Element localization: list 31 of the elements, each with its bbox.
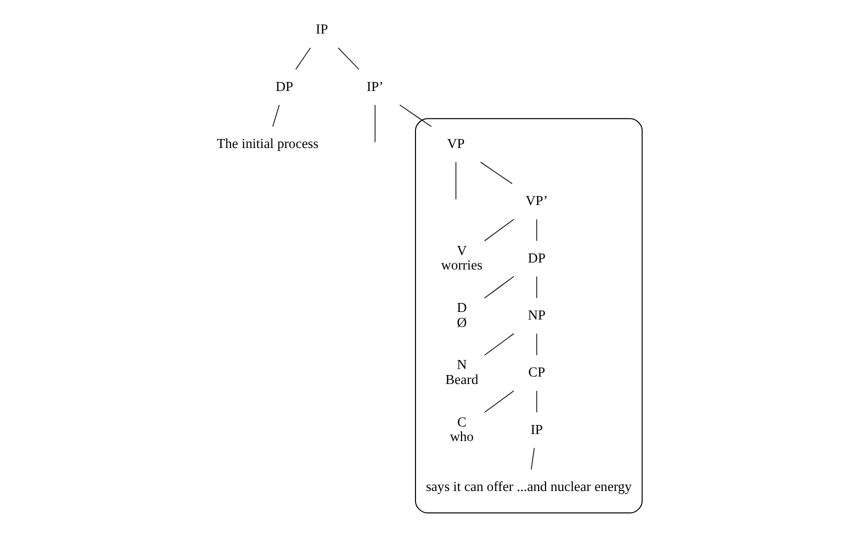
connector — [536, 276, 538, 298]
node-text: N Beard — [445, 357, 478, 387]
node-text: V worries — [441, 242, 482, 273]
connector — [536, 333, 538, 356]
node-text: DP — [276, 78, 294, 94]
connector — [530, 448, 535, 470]
connector — [338, 47, 360, 70]
node-text: IP — [530, 422, 543, 437]
cluster — [415, 118, 643, 514]
node-text: IP’ — [366, 78, 384, 94]
connector — [484, 276, 514, 298]
node-text: D Ø — [456, 300, 467, 330]
node-text: says it can offer ...and nuclear energy — [426, 478, 632, 494]
connector — [536, 390, 538, 413]
connector — [484, 390, 514, 413]
node-text: IP — [316, 22, 328, 37]
connector — [295, 47, 311, 70]
connector — [484, 218, 514, 242]
connector — [484, 333, 514, 356]
node-text: NP — [528, 307, 546, 322]
connector — [480, 162, 513, 184]
connector — [272, 104, 280, 127]
connector — [374, 104, 376, 142]
node-text: The initial process — [216, 136, 319, 151]
node-text: CP — [528, 364, 546, 380]
connector — [536, 218, 538, 242]
node-text: VP — [447, 136, 465, 151]
node-text: VP’ — [526, 193, 548, 208]
connector — [399, 104, 432, 127]
node-text: C who — [450, 414, 474, 444]
node-text: DP — [528, 250, 546, 266]
